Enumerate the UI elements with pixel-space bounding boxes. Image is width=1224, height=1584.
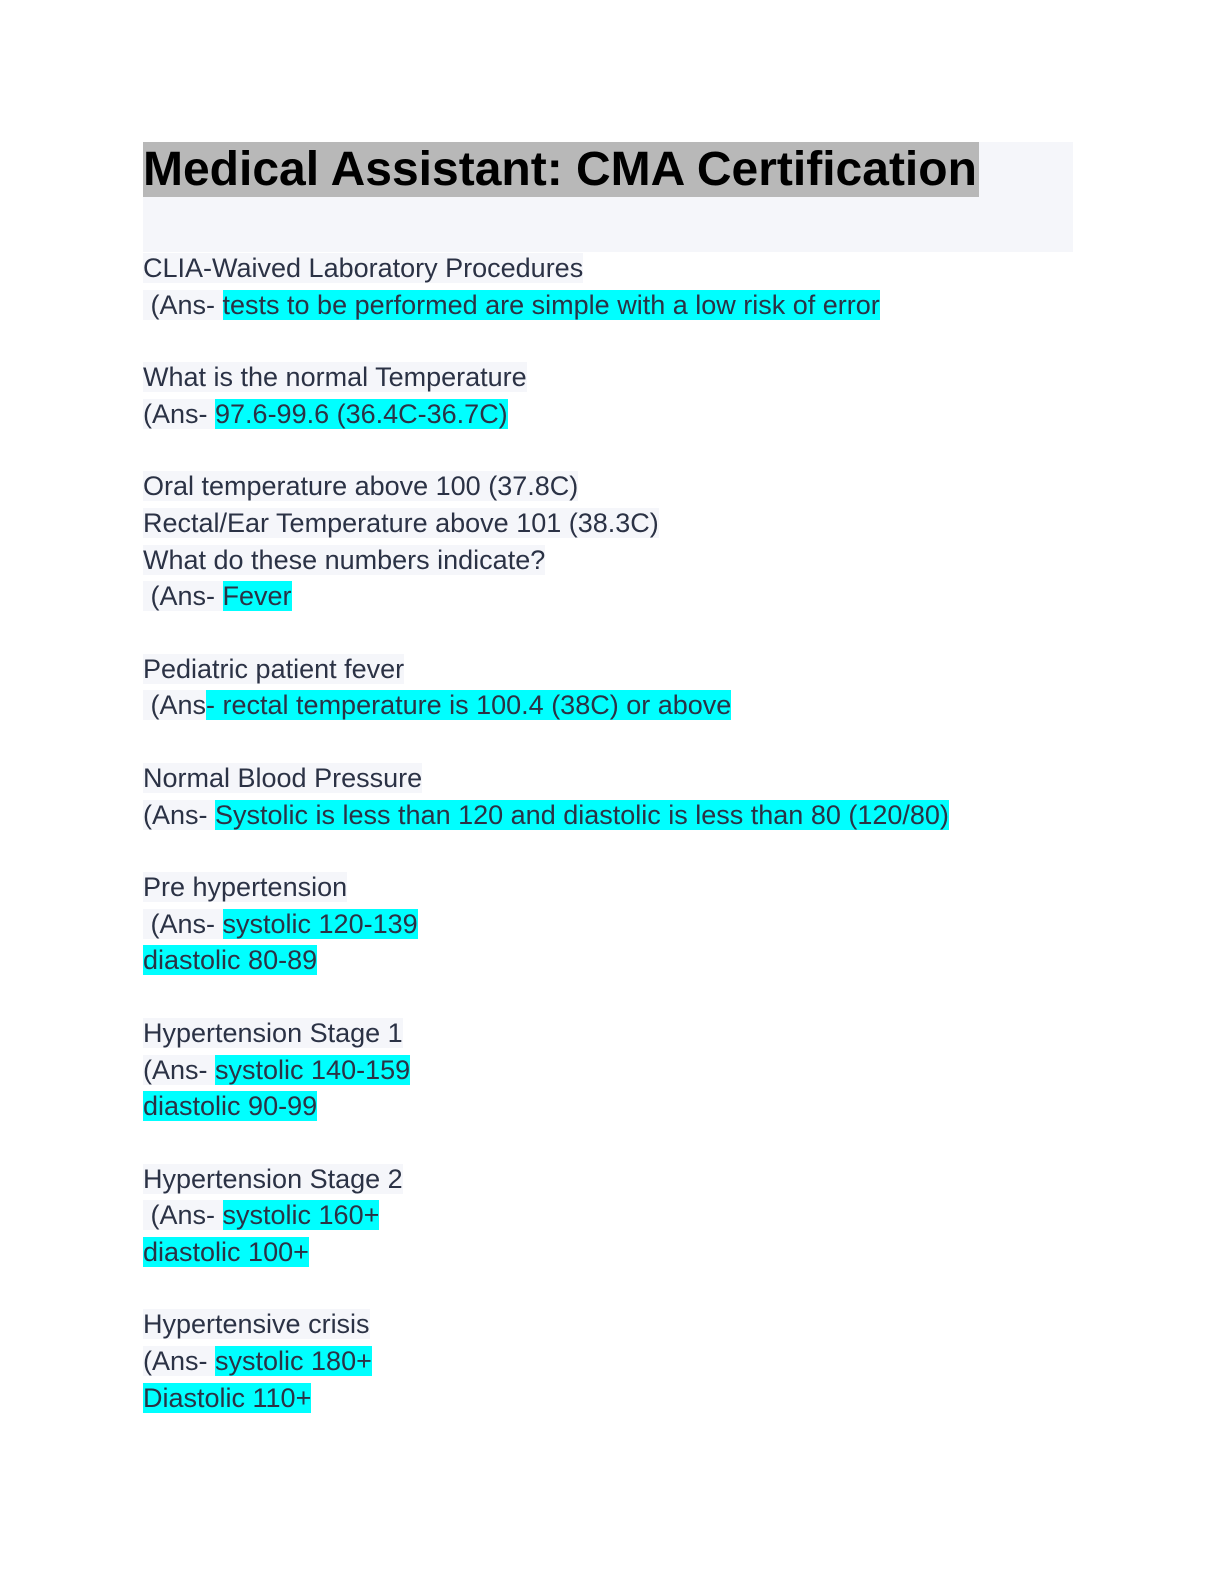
question-line: Pre hypertension bbox=[143, 869, 1083, 906]
qa-item: Oral temperature above 100 (37.8C) Rectal… bbox=[143, 468, 1083, 614]
answer-prefix: (Ans- bbox=[143, 289, 223, 320]
answer-highlight: diastolic 100+ bbox=[143, 1236, 309, 1267]
answer-prefix: (Ans- bbox=[143, 908, 223, 939]
answer-highlight: Fever bbox=[222, 581, 292, 612]
qa-item: What is the normal Temperature(Ans- 97.6… bbox=[143, 359, 1083, 432]
answer-prefix: (Ans- bbox=[143, 581, 223, 612]
qa-item: CLIA-Waived Laboratory Procedures (Ans- … bbox=[143, 250, 1083, 323]
question-line: Pediatric patient fever bbox=[143, 651, 1083, 688]
qa-item: Hypertension Stage 2 (Ans- systolic 160+… bbox=[143, 1161, 1083, 1271]
title-block: Medical Assistant: CMA Certification bbox=[143, 142, 1073, 252]
answer-line: (Ans- tests to be performed are simple w… bbox=[143, 287, 1083, 324]
answer-line: diastolic 90-99 bbox=[143, 1088, 1083, 1125]
answer-line: (Ans- systolic 120-139 bbox=[143, 906, 1083, 943]
question-line: Oral temperature above 100 (37.8C) bbox=[143, 468, 1083, 505]
qa-item: Normal Blood Pressure (Ans- Systolic is l… bbox=[143, 760, 1083, 833]
answer-highlight: diastolic 80-89 bbox=[143, 945, 318, 976]
question-line: Hypertension Stage 2 bbox=[143, 1161, 1083, 1198]
answer-highlight: Diastolic 110+ bbox=[143, 1382, 312, 1413]
answer-line: (Ans- systolic 140-159 bbox=[143, 1052, 1083, 1089]
answer-prefix: (Ans- bbox=[143, 398, 216, 429]
answer-highlight: systolic 120-139 bbox=[222, 908, 418, 939]
answer-prefix: (Ans- bbox=[143, 1054, 216, 1085]
answer-highlight: Systolic is less than 120 and diastolic … bbox=[215, 799, 949, 830]
question-line: Hypertension Stage 1 bbox=[143, 1015, 1083, 1052]
answer-highlight: - rectal temperature is 100.4 (38C) or a… bbox=[206, 690, 732, 721]
answer-line: diastolic 80-89 bbox=[143, 942, 1083, 979]
qa-list: CLIA-Waived Laboratory Procedures (Ans- … bbox=[143, 250, 1083, 1452]
answer-line: (Ans- Fever bbox=[143, 578, 1083, 615]
answer-highlight: systolic 140-159 bbox=[215, 1054, 411, 1085]
question-text: Oral temperature above 100 (37.8C) bbox=[143, 471, 579, 502]
answer-prefix: (Ans- bbox=[143, 1346, 216, 1377]
answer-highlight: 97.6-99.6 (36.4C-36.7C) bbox=[215, 398, 508, 429]
question-text: Rectal/Ear Temperature above 101 (38.3C) bbox=[143, 507, 659, 538]
answer-highlight: systolic 160+ bbox=[222, 1200, 380, 1231]
question-line: Normal Blood Pressure bbox=[143, 760, 1083, 797]
qa-item: Hypertensive crisis(Ans- systolic 180+Di… bbox=[143, 1306, 1083, 1416]
page-title: Medical Assistant: CMA Certification bbox=[143, 142, 979, 197]
question-line: What is the normal Temperature bbox=[143, 359, 1083, 396]
question-text: Hypertensive crisis bbox=[143, 1309, 370, 1340]
answer-line: (Ans- rectal temperature is 100.4 (38C) … bbox=[143, 687, 1083, 724]
question-line: CLIA-Waived Laboratory Procedures bbox=[143, 250, 1083, 287]
question-text: Normal Blood Pressure bbox=[143, 762, 423, 793]
question-text: What do these numbers indicate? bbox=[143, 544, 546, 575]
question-text: Pediatric patient fever bbox=[143, 653, 405, 684]
question-text: Hypertension Stage 1 bbox=[143, 1017, 403, 1048]
answer-line: (Ans- systolic 160+ bbox=[143, 1197, 1083, 1234]
qa-item: Pediatric patient fever (Ans- rectal tem… bbox=[143, 651, 1083, 724]
answer-highlight: diastolic 90-99 bbox=[143, 1091, 318, 1122]
qa-item: Hypertension Stage 1 (Ans- systolic 140-1… bbox=[143, 1015, 1083, 1125]
answer-prefix: (Ans bbox=[143, 690, 207, 721]
question-line: Hypertensive crisis bbox=[143, 1306, 1083, 1343]
answer-line: (Ans- systolic 180+ bbox=[143, 1343, 1083, 1380]
answer-line: (Ans- Systolic is less than 120 and dias… bbox=[143, 797, 1083, 834]
answer-highlight: tests to be performed are simple with a … bbox=[222, 289, 880, 320]
answer-prefix: (Ans- bbox=[143, 1200, 223, 1231]
question-line: What do these numbers indicate? bbox=[143, 542, 1083, 579]
answer-line: (Ans- 97.6-99.6 (36.4C-36.7C) bbox=[143, 396, 1083, 433]
question-text: Pre hypertension bbox=[143, 872, 348, 903]
question-line: Rectal/Ear Temperature above 101 (38.3C) bbox=[143, 505, 1083, 542]
answer-line: Diastolic 110+ bbox=[143, 1380, 1083, 1417]
question-text: Hypertension Stage 2 bbox=[143, 1163, 403, 1194]
answer-highlight: systolic 180+ bbox=[215, 1346, 372, 1377]
answer-line: diastolic 100+ bbox=[143, 1234, 1083, 1271]
answer-prefix: (Ans- bbox=[143, 799, 216, 830]
question-text: CLIA-Waived Laboratory Procedures bbox=[143, 253, 584, 283]
question-text: What is the normal Temperature bbox=[143, 362, 527, 393]
